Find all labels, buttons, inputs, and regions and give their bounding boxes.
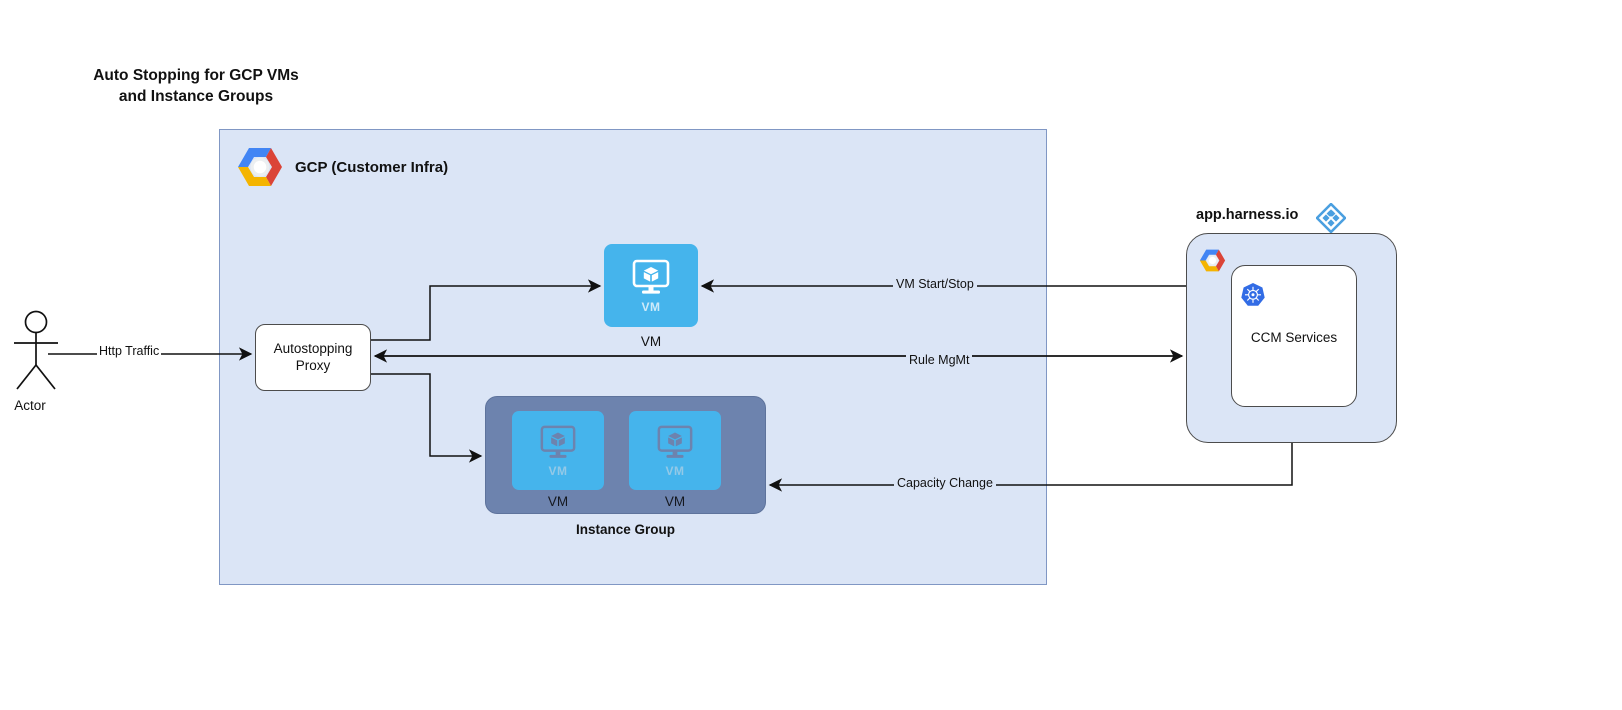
instance-group-vm-2-label: VM bbox=[664, 494, 686, 509]
instance-group-label: Instance Group bbox=[575, 522, 675, 537]
gcp-hexagon-icon bbox=[1199, 249, 1226, 272]
harness-diamond-icon bbox=[1316, 203, 1346, 233]
actor-group bbox=[0, 310, 120, 420]
instance-group-vm-1-inner: VM bbox=[512, 411, 604, 490]
page-title: Auto Stopping for GCP VMs and Instance G… bbox=[93, 67, 299, 105]
autostopping-proxy-node[interactable]: Autostopping Proxy bbox=[255, 324, 371, 391]
instance-group-vm-2-inner: VM bbox=[629, 411, 721, 490]
instance-group-container[interactable]: VM VM VM VM bbox=[485, 396, 766, 514]
vm-node-inner-caption: VM bbox=[641, 299, 661, 314]
edge-label-http-traffic: Http Traffic bbox=[97, 344, 162, 358]
instance-group-vm-1-caption: VM bbox=[548, 463, 568, 478]
vm-node-label: VM bbox=[640, 334, 662, 349]
vm-monitor-cube-icon bbox=[540, 425, 576, 458]
gcp-container-label: GCP (Customer Infra) bbox=[295, 159, 449, 176]
edge-label-rule-mgmt: Rule MgMt bbox=[906, 353, 973, 367]
instance-group-vm-2[interactable]: VM bbox=[629, 411, 721, 490]
harness-title: app.harness.io bbox=[1196, 207, 1299, 223]
vm-node[interactable]: VM bbox=[604, 244, 698, 327]
instance-group-vm-1-label: VM bbox=[547, 494, 569, 509]
instance-group-vm-2-caption: VM bbox=[665, 463, 685, 478]
ccm-services-label: CCM Services bbox=[1250, 330, 1338, 345]
stick-figure-actor-icon bbox=[14, 310, 58, 390]
vm-monitor-cube-icon bbox=[657, 425, 693, 458]
vm-node-inner: VM bbox=[604, 244, 698, 327]
instance-group-vm-1[interactable]: VM bbox=[512, 411, 604, 490]
edge-label-vm-start-stop: VM Start/Stop bbox=[893, 277, 977, 291]
kubernetes-helm-icon bbox=[1241, 283, 1265, 306]
edge-label-capacity-change: Capacity Change bbox=[894, 476, 996, 490]
actor-label: Actor bbox=[14, 398, 46, 413]
gcp-hexagon-icon bbox=[238, 148, 282, 186]
vm-monitor-cube-icon bbox=[632, 259, 670, 294]
